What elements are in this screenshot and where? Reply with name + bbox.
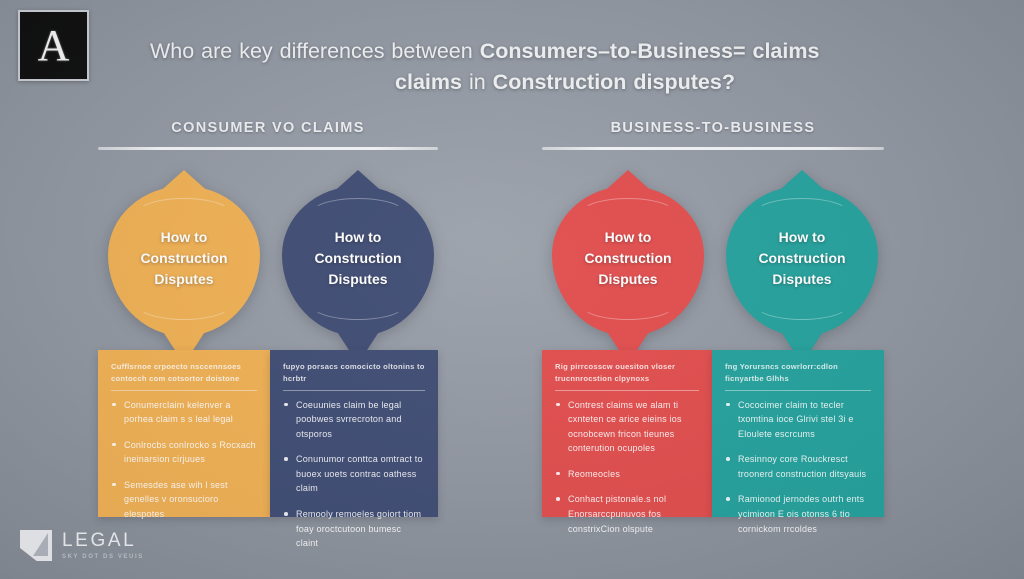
leaf-shape-consumer-orange: How to Construction Disputes bbox=[108, 186, 260, 370]
list-item: Ramionod jernodes outrh ents ycimioon E … bbox=[725, 492, 871, 536]
leaf-shape-consumer-navy: How to Construction Disputes bbox=[282, 186, 434, 370]
list-item: Conhact pistonale.s nol Enorsarccpunuvos… bbox=[555, 492, 699, 536]
list-item: Conunumor conttca omtract to buoex uoets… bbox=[283, 452, 425, 496]
headline-line2: claims in Construction disputes? bbox=[150, 67, 890, 98]
headline-line1-light: Who are key differences between bbox=[150, 39, 480, 63]
list-item: Conlrocbs conlrocko s Rocxach ineinarsio… bbox=[111, 438, 257, 467]
detail-panel-consumer-navy: fupyo porsacs comocicto oltonins to hcrb… bbox=[270, 350, 438, 548]
page-title: Who are key differences between Consumer… bbox=[150, 36, 890, 97]
leaf-label: How to Construction Disputes bbox=[314, 228, 402, 287]
column-heading-rule bbox=[542, 147, 884, 150]
arc-decoration-icon bbox=[136, 198, 232, 230]
column-heading-consumer-label: CONSUMER VO CLAIMS bbox=[171, 120, 365, 136]
brand-logo-mark: A bbox=[18, 10, 89, 81]
leaf-label: How to Construction Disputes bbox=[584, 228, 672, 287]
leaf-label: How to Construction Disputes bbox=[140, 228, 228, 287]
arc-decoration-icon bbox=[754, 198, 850, 230]
column-heading-consumer: CONSUMER VO CLAIMS bbox=[98, 120, 438, 150]
arc-decoration-icon bbox=[580, 198, 676, 230]
column-heading-business-label: BUSINESS-TO-BUSINESS bbox=[610, 120, 816, 136]
panel-bullet-list: Conumerclaim kelenver a porhea claim s s… bbox=[111, 398, 257, 522]
arc-decoration-icon bbox=[310, 288, 406, 320]
panel-title: fng Yorursncs cowrlorr:cdlon ficnyartbe … bbox=[725, 361, 871, 391]
detail-panel-business-teal: fng Yorursncs cowrlorr:cdlon ficnyartbe … bbox=[712, 350, 884, 534]
list-item: Semesdes ase wih l sest genelles v orons… bbox=[111, 478, 257, 522]
footer-logo-tagline: SKY DOT DS VEUIS bbox=[62, 553, 144, 560]
arc-decoration-icon bbox=[310, 198, 406, 230]
list-item: Coeuunies claim be legal poobwes svrrecr… bbox=[283, 398, 425, 442]
list-item: Resinnoy core Rouckresct troonerd constr… bbox=[725, 452, 871, 481]
leaf-shape-business-red: How to Construction Disputes bbox=[552, 186, 704, 370]
detail-panel-business-red: Rig pirrcosscw ouesiton vloser trucnnroc… bbox=[542, 350, 712, 534]
panel-title: Rig pirrcosscw ouesiton vloser trucnnroc… bbox=[555, 361, 699, 391]
headline-line2-bold-b: Construction disputes? bbox=[492, 69, 735, 94]
headline-line2-light: in bbox=[461, 69, 493, 94]
list-item: Conumerclaim kelenver a porhea claim s s… bbox=[111, 398, 257, 427]
panel-bullet-list: Cococimer claim to tecler txomtina ioce … bbox=[725, 398, 871, 537]
panel-title: fupyo porsacs comocicto oltonins to hcrb… bbox=[283, 361, 425, 391]
footer-logo: LEGAL SKY DOT DS VEUIS bbox=[20, 530, 144, 561]
column-heading-rule bbox=[98, 147, 438, 150]
panel-bullet-list: Coeuunies claim be legal poobwes svrrecr… bbox=[283, 398, 425, 551]
arc-decoration-icon bbox=[136, 288, 232, 320]
column-heading-business: BUSINESS-TO-BUSINESS bbox=[542, 120, 884, 150]
footer-logo-name: LEGAL bbox=[62, 529, 137, 551]
list-item: Contrest claims we alam ti cxnteten ce a… bbox=[555, 398, 699, 456]
list-item: Remooly remoeles goiort tiom foay oroctc… bbox=[283, 507, 425, 551]
footer-logo-words: LEGAL SKY DOT DS VEUIS bbox=[62, 529, 144, 560]
arc-decoration-icon bbox=[580, 288, 676, 320]
letter-a-logo-icon: A bbox=[37, 20, 70, 70]
leaf-shape-business-teal: How to Construction Disputes bbox=[726, 186, 878, 370]
panel-group-consumer: Cufflsrnoe crpoecto nsccennsoes contocch… bbox=[98, 350, 438, 548]
folded-corner-logo-icon bbox=[20, 530, 52, 561]
detail-panel-consumer-orange: Cufflsrnoe crpoecto nsccennsoes contocch… bbox=[98, 350, 270, 519]
arc-decoration-icon bbox=[754, 288, 850, 320]
headline-line1-bold: Consumers–to-Business= claims bbox=[479, 39, 820, 63]
list-item: Cococimer claim to tecler txomtina ioce … bbox=[725, 398, 871, 442]
panel-title: Cufflsrnoe crpoecto nsccennsoes contocch… bbox=[111, 361, 257, 391]
panel-bullet-list: Contrest claims we alam ti cxnteten ce a… bbox=[555, 398, 699, 537]
panel-group-business: Rig pirrcosscw ouesiton vloser trucnnroc… bbox=[542, 350, 884, 534]
headline-line2-bold-a: claims bbox=[395, 69, 462, 94]
list-item: Reomeocles bbox=[555, 467, 699, 482]
leaf-label: How to Construction Disputes bbox=[758, 228, 846, 287]
